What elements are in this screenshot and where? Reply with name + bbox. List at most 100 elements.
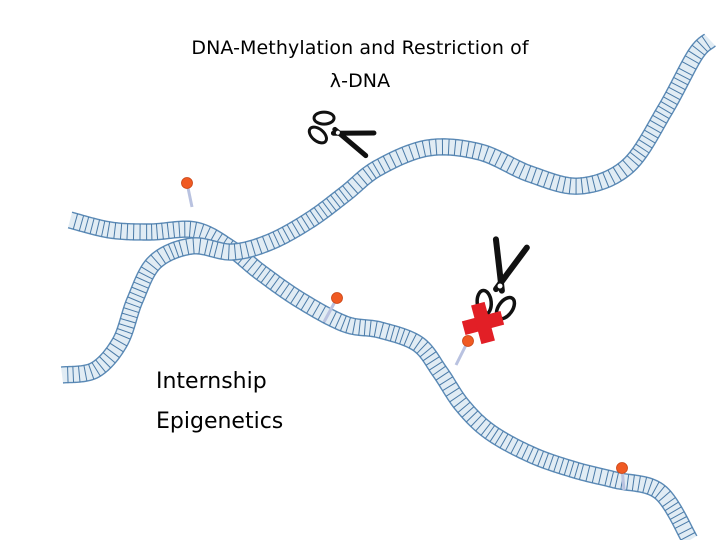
base-pair [334,191,345,205]
base-pair [568,461,575,477]
base-pair [256,238,263,254]
base-pair [281,226,291,242]
base-pair [155,223,159,240]
base-pair [547,454,555,471]
base-pair [585,465,591,482]
base-pair [330,194,341,209]
base-pair [192,237,195,254]
base-pair [428,139,432,156]
base-pair [138,271,153,280]
base-pair [277,229,286,245]
base-pair [553,456,560,472]
base-pair [419,346,433,358]
base-pair [432,365,446,376]
base-pair [133,281,149,289]
base-pair [607,169,616,185]
base-pair [145,260,159,271]
base-pair [680,532,696,540]
base-pair [512,160,521,176]
base-pair [465,141,470,158]
base-pair [524,165,532,181]
base-pair [129,291,145,299]
base-pair [338,188,349,202]
base-pair [250,240,257,256]
base-pair [669,511,685,520]
base-pair [115,332,131,340]
base-pair [536,169,544,186]
base-pair [125,301,141,309]
base-pair [563,459,570,476]
base-pair [167,244,176,260]
base-pair [351,177,364,190]
base-pair [626,155,640,167]
base-pair [251,263,263,277]
base-pair [213,241,219,258]
base-pair [518,163,526,179]
base-pair [435,139,438,156]
base-pair [421,140,427,157]
base-pair [662,497,676,508]
base-pair [156,250,167,264]
dna-strand [60,33,716,384]
base-pair [675,72,691,81]
label-line-1: Internship [156,369,267,394]
base-pair [531,448,539,465]
base-pair [220,243,225,260]
base-pair [438,376,454,386]
base-pair [362,168,373,182]
base-pair [422,351,437,362]
base-pair [352,318,356,335]
base-pair [414,142,421,159]
base-pair [162,246,172,262]
base-pair [286,224,296,239]
base-pair [119,223,123,240]
base-pair [178,240,184,257]
base-pair [198,223,205,240]
base-pair [295,292,305,308]
base-pair [631,474,635,491]
base-pair [629,151,643,163]
base-pair [413,337,423,351]
base-pair [598,468,603,485]
base-pair [447,138,450,156]
base-pair [363,319,367,336]
base-pair [701,35,712,50]
base-pair [670,81,686,91]
base-pair [284,286,295,301]
base-pair [378,322,385,339]
title-line-1: DNA-Methylation and Restriction of [191,37,529,59]
base-pair [246,259,258,273]
base-pair [403,330,411,346]
base-pair [300,296,310,311]
base-pair [106,347,120,358]
base-pair [530,167,538,184]
base-pair [644,129,659,139]
label-line-2: Epigenetics [156,409,284,434]
base-pair [442,381,457,392]
base-pair [673,77,689,86]
base-pair [334,313,343,329]
methyl-pin-icon [181,177,194,208]
base-pair [150,254,162,268]
scissors-icon [307,110,377,159]
base-pair [637,475,641,492]
base-pair [480,422,492,436]
base-pair [477,144,483,160]
base-pair [632,147,647,158]
base-pair [188,221,192,238]
base-pair [586,177,590,193]
base-pair [681,61,697,70]
base-pair [591,175,597,192]
base-pair [313,207,324,221]
base-pair [321,201,333,215]
base-pair [272,231,281,247]
base-pair [328,311,337,327]
base-pair [89,218,95,234]
base-pair [638,139,653,149]
base-pair [617,163,628,177]
base-pair [127,296,143,304]
base-pair [622,159,634,173]
base-pair [428,361,443,371]
base-pair [117,328,133,335]
dna-backbone [68,212,697,540]
